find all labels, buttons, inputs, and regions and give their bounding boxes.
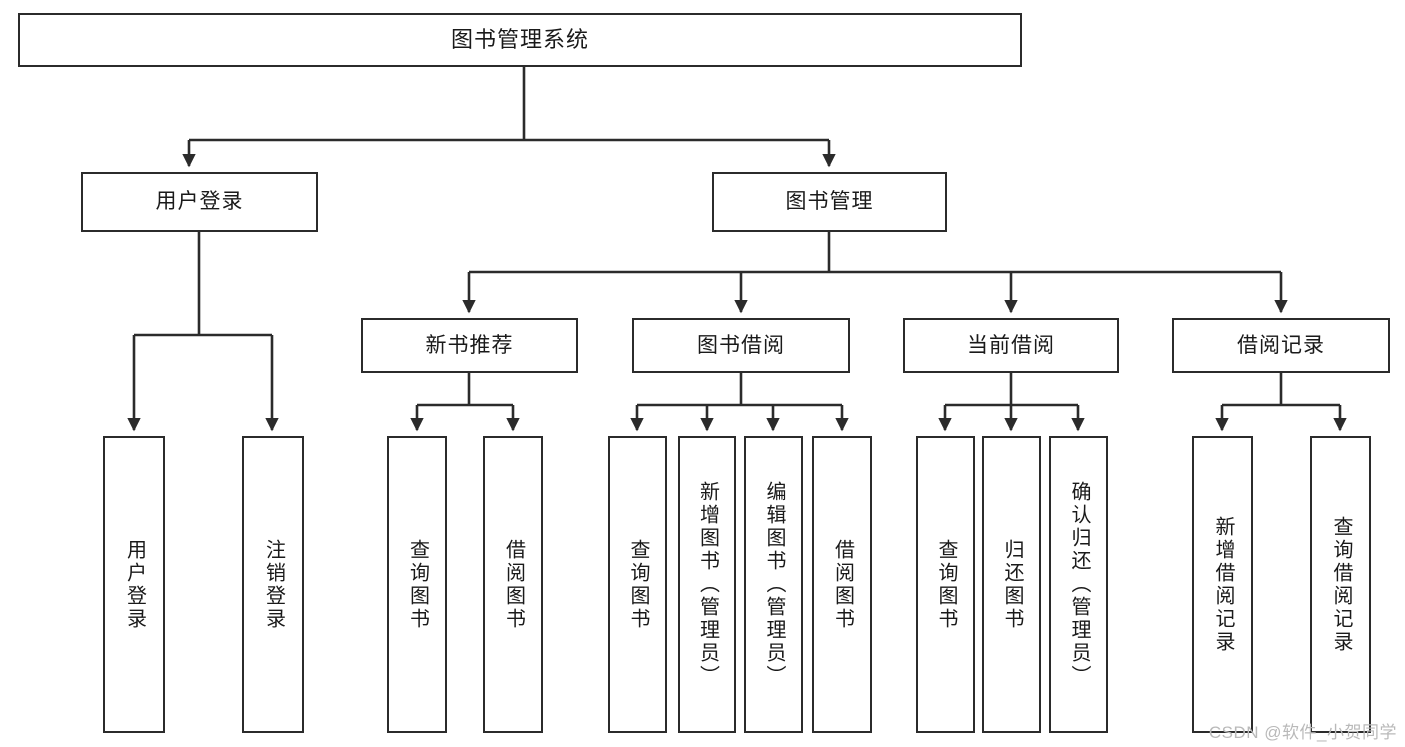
node-leaf-return-book[interactable]: 归还图书 <box>982 436 1041 733</box>
node-leaf-add-book[interactable]: 新增图书（管理员） <box>678 436 736 733</box>
node-book-manage[interactable]: 图书管理 <box>712 172 947 232</box>
node-leaf-edit-book[interactable]: 编辑图书（管理员） <box>744 436 803 733</box>
node-leaf-user-login-label: 用户登录 <box>123 538 146 631</box>
node-borrow-record[interactable]: 借阅记录 <box>1172 318 1390 373</box>
node-user-login-label: 用户登录 <box>155 190 244 214</box>
node-book-manage-label: 图书管理 <box>785 190 874 214</box>
node-leaf-query-record[interactable]: 查询借阅记录 <box>1310 436 1371 733</box>
node-leaf-query-book-current-label: 查询图书 <box>935 538 957 631</box>
node-leaf-query-book-borrow[interactable]: 查询图书 <box>608 436 667 733</box>
node-new-book-rec[interactable]: 新书推荐 <box>361 318 578 373</box>
csdn-watermark: CSDN @软件_小贺同学 <box>1208 723 1397 742</box>
node-leaf-user-logout[interactable]: 注销登录 <box>242 436 304 733</box>
node-current-borrow[interactable]: 当前借阅 <box>903 318 1119 373</box>
node-new-book-rec-label: 新书推荐 <box>425 333 514 357</box>
node-root-label: 图书管理系统 <box>450 26 589 52</box>
node-book-borrow-label: 图书借阅 <box>697 333 785 357</box>
node-leaf-query-book-current[interactable]: 查询图书 <box>916 436 975 733</box>
node-leaf-edit-book-label: 编辑图书（管理员） <box>763 481 785 688</box>
node-leaf-confirm-return-label: 确认归还（管理员） <box>1068 481 1090 688</box>
node-book-borrow[interactable]: 图书借阅 <box>632 318 850 373</box>
node-leaf-query-book-rec-label: 查询图书 <box>406 538 429 631</box>
node-leaf-add-record-label: 新增借阅记录 <box>1212 515 1234 654</box>
node-leaf-query-book-borrow-label: 查询图书 <box>627 538 649 631</box>
node-user-login[interactable]: 用户登录 <box>81 172 318 232</box>
node-borrow-record-label: 借阅记录 <box>1237 333 1325 357</box>
node-leaf-borrow-book-rec-label: 借阅图书 <box>502 538 525 631</box>
node-leaf-confirm-return[interactable]: 确认归还（管理员） <box>1049 436 1108 733</box>
node-leaf-add-record[interactable]: 新增借阅记录 <box>1192 436 1253 733</box>
node-root[interactable]: 图书管理系统 <box>18 13 1022 67</box>
node-leaf-return-book-label: 归还图书 <box>1001 538 1023 631</box>
node-leaf-user-logout-label: 注销登录 <box>262 538 285 631</box>
node-leaf-query-record-label: 查询借阅记录 <box>1330 515 1352 654</box>
node-current-borrow-label: 当前借阅 <box>967 333 1055 357</box>
node-leaf-add-book-label: 新增图书（管理员） <box>696 481 719 688</box>
node-leaf-borrow-book-rec[interactable]: 借阅图书 <box>483 436 543 733</box>
node-leaf-borrow-book-label: 借阅图书 <box>831 538 854 631</box>
node-leaf-borrow-book[interactable]: 借阅图书 <box>812 436 872 733</box>
node-leaf-query-book-rec[interactable]: 查询图书 <box>387 436 447 733</box>
node-leaf-user-login[interactable]: 用户登录 <box>103 436 165 733</box>
